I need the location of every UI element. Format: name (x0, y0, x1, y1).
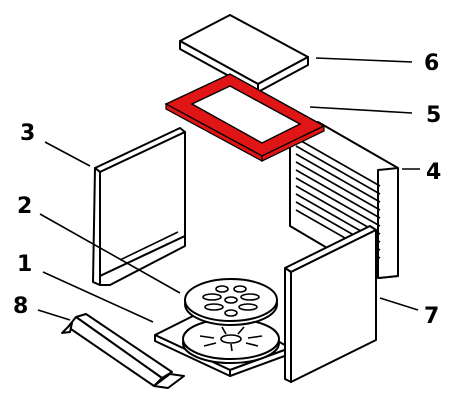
leader-8 (37, 309, 71, 321)
callout-1: 1 (17, 252, 33, 277)
leader-2 (39, 213, 181, 294)
gasket-inner-opening (190, 85, 302, 144)
callout-2: 2 (17, 194, 33, 219)
part-2-upper-grate-disc[interactable] (184, 278, 278, 326)
leader-1 (42, 271, 154, 323)
callout-7: 7 (424, 304, 440, 329)
part-8-front-rail[interactable] (61, 313, 185, 389)
callout-4: 4 (426, 160, 442, 185)
leader-6 (315, 57, 413, 63)
callout-3: 3 (20, 121, 36, 146)
callout-8: 8 (13, 294, 29, 319)
leader-3 (44, 141, 91, 167)
leader-lines (37, 57, 420, 323)
part-3-left-side-panel[interactable] (92, 127, 186, 286)
part-4-rear-grill-panel[interactable] (289, 121, 399, 279)
part-6-top-plate[interactable] (179, 14, 309, 93)
part-7-right-front-panel[interactable] (284, 225, 377, 383)
leader-7 (379, 297, 419, 311)
callout-5: 5 (426, 103, 442, 128)
callout-6: 6 (424, 51, 440, 76)
leader-5 (309, 106, 413, 114)
lower-grate-disc[interactable] (182, 318, 280, 364)
part-5-red-gasket-frame[interactable] (164, 73, 326, 163)
